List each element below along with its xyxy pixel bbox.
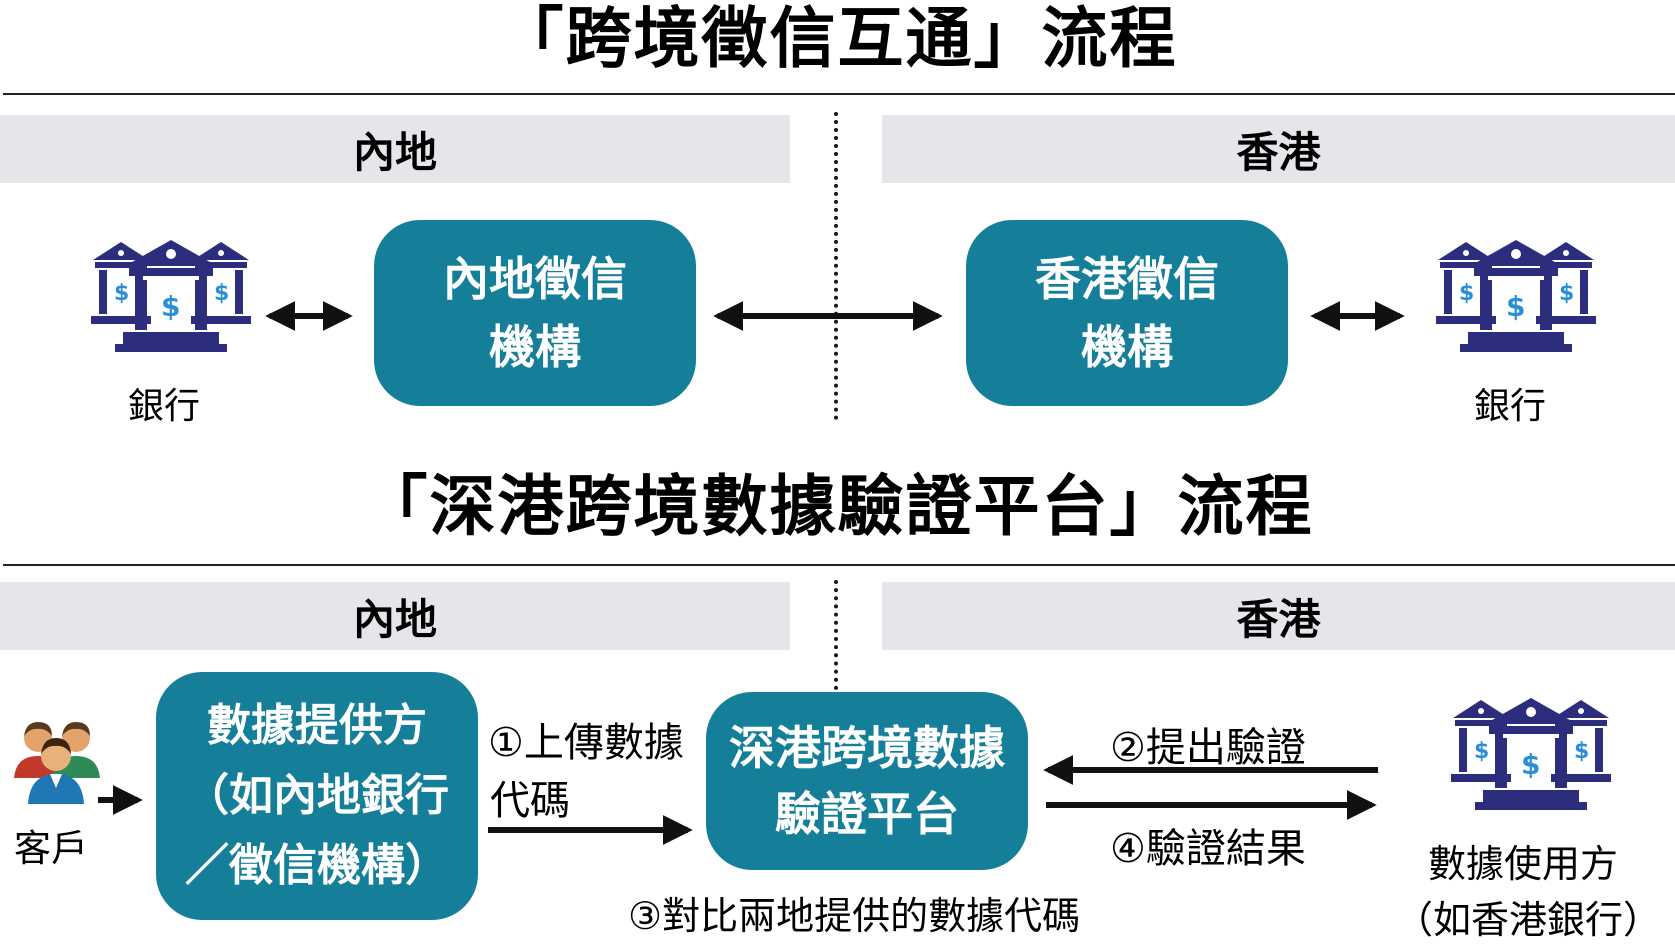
section2-hk-label: 香港 (1236, 594, 1321, 644)
section1-hk-label: 香港 (1236, 127, 1321, 177)
section2-title: 「深港跨境數據驗證平台」流程 (361, 468, 1314, 545)
provider-line2: （如內地銀行 (185, 770, 449, 821)
step2-label: ②提出驗證 (1110, 725, 1306, 771)
hk-agency-line2: 機構 (1081, 320, 1173, 374)
section1-border-divider (834, 112, 838, 420)
section1-title: 「跨境徵信互通」流程 (497, 0, 1178, 77)
right-bank-label: 銀行 (1474, 386, 1547, 427)
section2-mainland-label: 內地 (352, 594, 437, 644)
section2-mainland-band: 內地 (0, 582, 790, 650)
section2-hk-band: 香港 (882, 582, 1675, 650)
section1-rule (3, 93, 1675, 95)
section1-mainland-band: 內地 (0, 115, 790, 183)
verification-platform-box: 深港跨境數據 驗證平台 (706, 692, 1028, 870)
section1-mainland-label: 內地 (352, 127, 437, 177)
step4-label: ④驗證結果 (1110, 826, 1306, 872)
data-user-line1: 數據使用方 (1428, 842, 1619, 886)
provider-line1: 數據提供方 (207, 700, 427, 751)
section1-hk-band: 香港 (882, 115, 1675, 183)
step1-label-line1: ①上傳數據 (488, 720, 684, 766)
step1-label-line2: 代碼 (490, 778, 570, 824)
hk-agency-line1: 香港徵信 (1035, 252, 1219, 306)
platform-line2: 驗證平台 (775, 787, 959, 841)
customer-group-icon (14, 722, 100, 804)
mainland-agency-line2: 機構 (489, 320, 581, 374)
provider-line3: ／徵信機構） (185, 840, 449, 891)
platform-line1: 深港跨境數據 (729, 721, 1005, 775)
mainland-credit-agency-box: 內地徵信 機構 (374, 220, 696, 406)
left-bank-label: 銀行 (128, 386, 201, 427)
step3-label: ③對比兩地提供的數據代碼 (628, 894, 1081, 938)
section2-border-divider (834, 580, 838, 690)
mainland-agency-line1: 內地徵信 (443, 252, 627, 306)
customer-label: 客戶 (14, 827, 88, 870)
hk-credit-agency-box: 香港徵信 機構 (966, 220, 1288, 406)
data-provider-box: 數據提供方 （如內地銀行 ／徵信機構） (156, 672, 478, 920)
section2-rule (3, 564, 1675, 566)
